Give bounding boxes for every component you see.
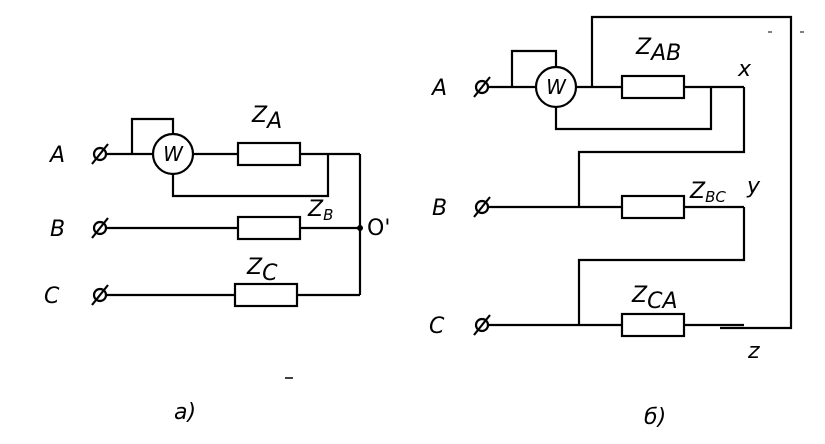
b-caption: б) <box>644 405 666 430</box>
b-terminal-a-slash <box>473 76 491 98</box>
a-wattmeter-return <box>171 154 330 198</box>
a-wattmeter-label: W <box>163 142 184 166</box>
a-label-zb: ZB <box>307 197 333 224</box>
a-impedance-za <box>236 141 302 167</box>
a-caption: а) <box>174 400 196 425</box>
b-wire-x-to-b <box>577 87 746 207</box>
a-label-phase-a: A <box>48 143 65 168</box>
a-terminal-c-slash <box>91 284 109 306</box>
a-wattmeter-icon <box>151 132 195 176</box>
b-label-phase-c: C <box>429 314 445 339</box>
circuit-a: W A B C ZA ZB ZC O' а) <box>44 103 390 425</box>
b-label-phase-a: A <box>430 76 447 101</box>
b-label-zca: ZCA <box>631 283 678 314</box>
a-label-zc: ZC <box>246 255 278 286</box>
b-label-zab: ZAB <box>635 35 681 66</box>
a-label-phase-c: C <box>44 284 60 309</box>
b-label-node-z: z <box>747 339 760 364</box>
a-label-za: ZA <box>251 103 282 134</box>
b-impedance-zbc <box>620 194 686 220</box>
b-terminal-c-slash <box>473 314 491 336</box>
b-label-zbc: ZBC <box>689 179 726 206</box>
a-terminal-a-slash <box>91 143 109 165</box>
b-wattmeter-return <box>554 87 713 131</box>
a-impedance-zb <box>236 215 302 241</box>
a-impedance-zc <box>233 282 299 308</box>
b-wattmeter-voltage-loop <box>510 49 558 87</box>
b-label-node-x: x <box>737 57 752 82</box>
b-label-node-y: y <box>746 174 761 199</box>
a-neutral-node-dot <box>357 225 363 231</box>
b-wire-y-to-c <box>577 207 746 325</box>
circuit-b: W A B C ZAB ZBC ZCA x y z б) <box>429 15 804 430</box>
b-wattmeter-icon <box>534 65 578 109</box>
b-wire-a-to-z-loop <box>590 15 793 330</box>
a-wattmeter-voltage-loop <box>130 117 175 154</box>
a-terminal-b-slash <box>91 217 109 239</box>
b-label-phase-b: B <box>432 196 447 221</box>
b-impedance-zca <box>620 312 686 338</box>
b-impedance-zab <box>620 74 686 100</box>
b-terminal-b-slash <box>473 196 491 218</box>
a-label-neutral: O' <box>367 216 390 241</box>
b-wattmeter-label: W <box>546 75 567 99</box>
a-label-phase-b: B <box>50 217 65 242</box>
